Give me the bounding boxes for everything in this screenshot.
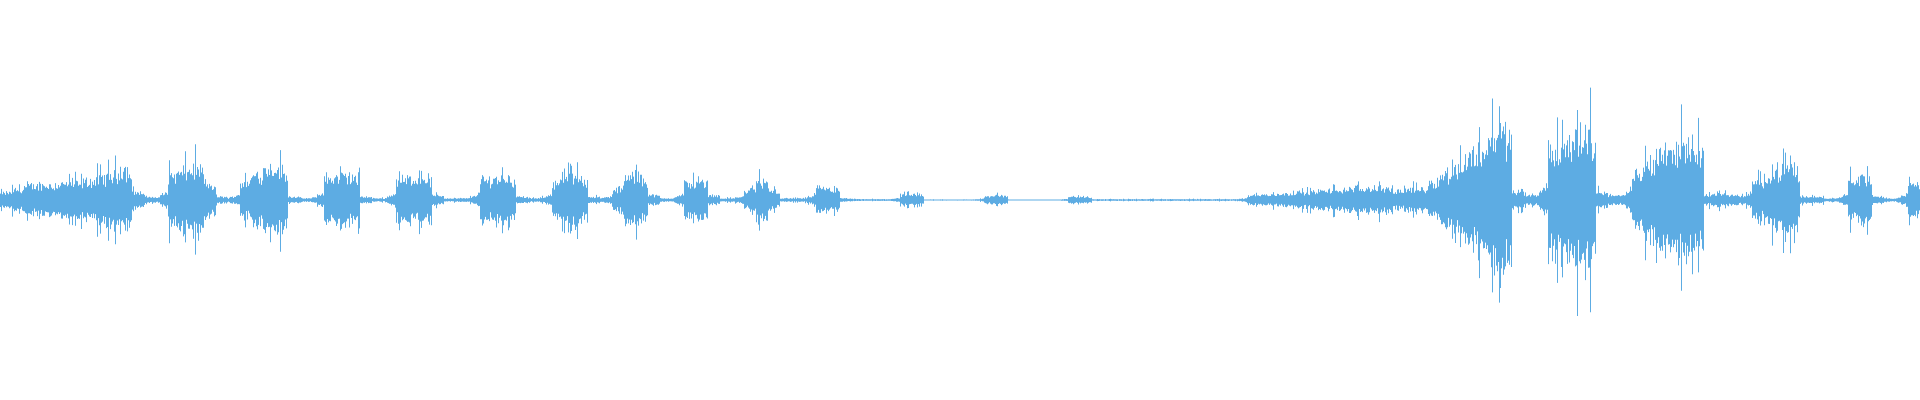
waveform-path (0, 87, 1920, 316)
